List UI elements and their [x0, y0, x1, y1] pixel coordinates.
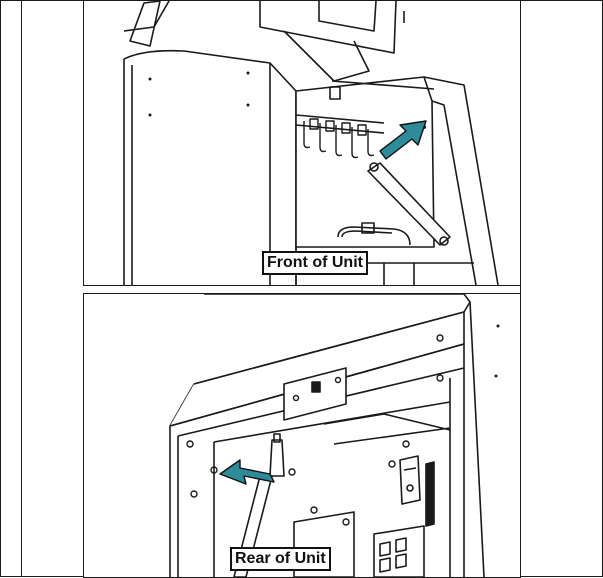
figure-front: Front of Unit [83, 0, 521, 286]
left-margin-rule [21, 0, 22, 577]
figure-caption-front: Front of Unit [262, 251, 368, 275]
figure-rear: Rear of Unit [83, 293, 521, 578]
front-unit-illustration [123, 1, 499, 285]
figure-caption-rear: Rear of Unit [230, 547, 331, 571]
teal-arrow-icon [219, 459, 275, 485]
rear-unit-illustration [169, 294, 500, 577]
right-margin-rule [520, 0, 521, 577]
teal-arrow-icon [379, 120, 427, 160]
